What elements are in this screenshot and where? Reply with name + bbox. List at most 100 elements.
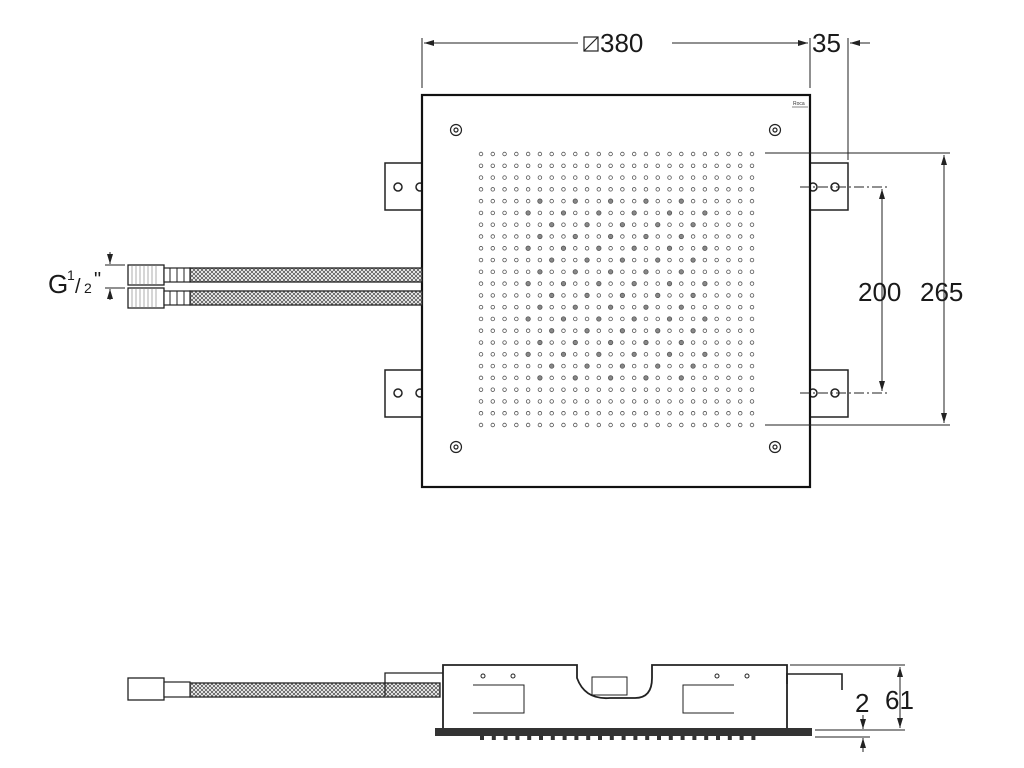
nozzle xyxy=(584,187,590,192)
nozzle xyxy=(549,328,555,334)
nozzle xyxy=(631,328,637,333)
nozzle xyxy=(537,293,543,298)
nozzle-tip xyxy=(503,736,508,740)
nozzle xyxy=(502,411,507,416)
nozzle xyxy=(608,363,613,369)
nozzle xyxy=(573,246,578,251)
nozzle xyxy=(514,422,519,428)
nozzle xyxy=(726,151,731,157)
nozzle xyxy=(490,246,495,251)
svg-text:": " xyxy=(94,269,101,291)
nozzle xyxy=(490,187,495,192)
nozzle xyxy=(667,387,672,392)
nozzle xyxy=(490,399,495,404)
nozzle xyxy=(561,257,566,263)
nozzle xyxy=(620,316,625,322)
nozzle xyxy=(738,151,743,157)
nozzle xyxy=(596,222,602,227)
nozzle xyxy=(631,234,637,239)
nozzle xyxy=(561,163,566,168)
nozzle xyxy=(502,363,507,369)
nozzle xyxy=(702,151,708,157)
nozzle xyxy=(738,411,743,416)
nozzle xyxy=(514,304,519,310)
nozzle xyxy=(655,175,660,180)
nozzle xyxy=(679,151,684,157)
nozzle xyxy=(655,399,660,404)
nozzle xyxy=(561,363,566,369)
nozzle xyxy=(679,316,684,322)
nozzle xyxy=(584,269,590,275)
nozzle xyxy=(608,339,614,346)
dim-width: 380 xyxy=(600,28,643,58)
nozzle xyxy=(749,411,755,416)
nozzle xyxy=(690,375,696,381)
nozzle xyxy=(573,328,578,333)
nozzle xyxy=(714,187,719,192)
nozzle xyxy=(738,234,743,239)
nozzle xyxy=(537,304,543,310)
nozzle xyxy=(702,363,708,369)
nozzle xyxy=(478,281,484,286)
side-hook xyxy=(786,673,843,690)
nozzle xyxy=(549,387,554,392)
nozzle xyxy=(525,281,531,287)
nozzle xyxy=(620,340,625,345)
nozzle xyxy=(549,246,554,251)
nozzle xyxy=(643,352,649,357)
nozzle xyxy=(584,281,590,286)
nozzle xyxy=(525,399,531,404)
dim-bracket-offset: 35 xyxy=(812,28,841,58)
nozzle xyxy=(537,210,543,216)
nozzle xyxy=(608,163,613,168)
nozzle xyxy=(738,316,743,322)
nozzle xyxy=(596,163,602,168)
nozzle xyxy=(738,175,743,180)
nozzle xyxy=(608,399,613,404)
nozzle-grid xyxy=(478,151,755,428)
nozzle xyxy=(690,316,696,322)
nozzle xyxy=(738,399,743,404)
nozzle xyxy=(561,375,566,381)
nozzle xyxy=(655,328,661,334)
nozzle xyxy=(608,222,613,227)
nozzle xyxy=(726,340,731,345)
nozzle-tip xyxy=(586,736,591,740)
nozzle xyxy=(573,422,578,428)
nozzle xyxy=(726,316,731,322)
nozzle xyxy=(726,328,731,333)
nozzle xyxy=(726,246,731,251)
nozzle xyxy=(655,187,660,192)
nozzle xyxy=(596,293,602,298)
nozzle xyxy=(514,198,519,204)
nozzle xyxy=(714,163,719,168)
nozzle xyxy=(478,340,484,345)
nozzle xyxy=(514,328,519,333)
nozzle xyxy=(572,339,578,346)
nozzle xyxy=(643,187,649,192)
nozzle xyxy=(478,246,484,251)
nozzle xyxy=(702,304,708,310)
nozzle xyxy=(643,375,649,381)
nozzle xyxy=(738,340,743,345)
nozzle xyxy=(561,387,566,392)
nozzle xyxy=(478,316,484,322)
nozzle xyxy=(714,175,719,180)
nozzle xyxy=(608,411,613,416)
nozzle xyxy=(514,316,519,322)
nozzle xyxy=(678,304,684,310)
nozzle xyxy=(549,292,555,298)
nozzle xyxy=(690,257,696,263)
nozzle xyxy=(561,198,566,204)
nozzle xyxy=(502,375,507,381)
hose-upper xyxy=(127,264,423,286)
nozzle xyxy=(490,234,495,239)
nozzle xyxy=(490,316,495,322)
nozzle xyxy=(608,375,614,381)
nozzle xyxy=(631,187,637,192)
nozzle xyxy=(702,293,708,298)
nozzle xyxy=(726,257,731,263)
nozzle xyxy=(690,387,696,392)
nozzle xyxy=(608,422,613,428)
nozzle xyxy=(478,257,484,263)
